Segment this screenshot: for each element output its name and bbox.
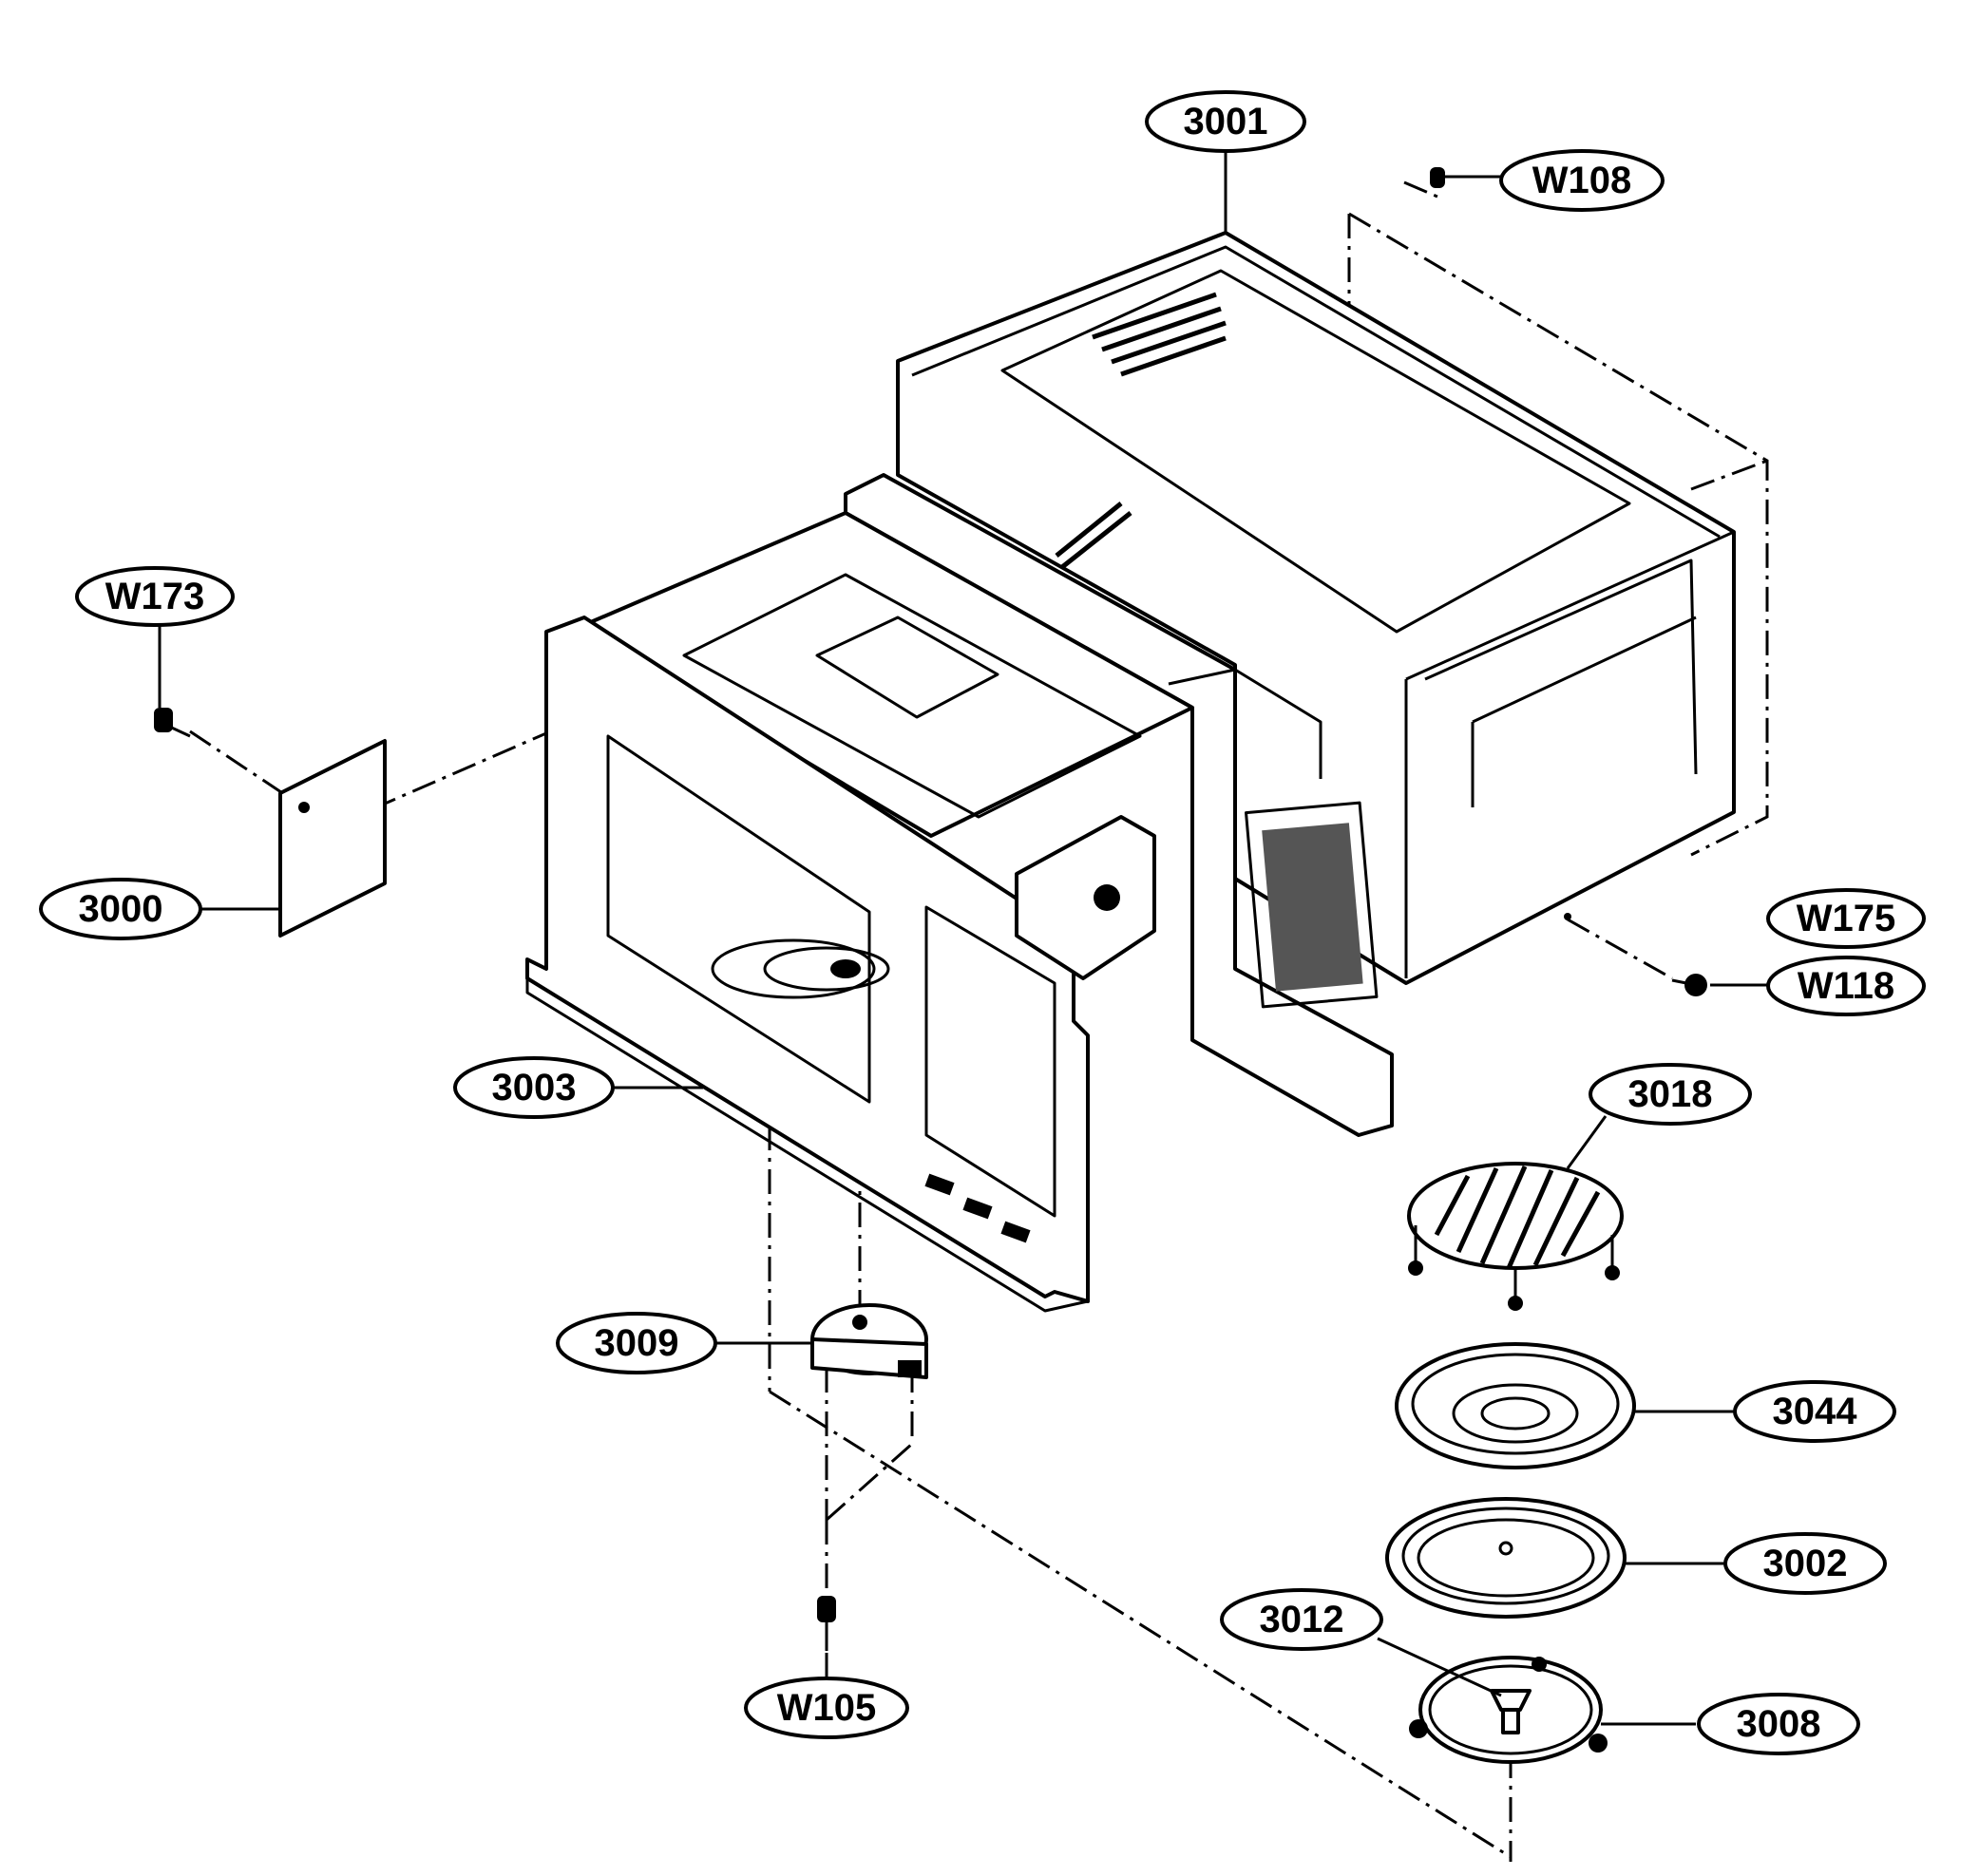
outer-cabinet (896, 231, 1736, 985)
callout-3001: 3001 (1145, 90, 1306, 153)
label-w173: W173 (105, 576, 205, 617)
label-3044: 3044 (1773, 1391, 1858, 1432)
label-w105: W105 (777, 1687, 877, 1729)
callout-3003: 3003 (453, 1056, 615, 1119)
callout-w175: W175 (1766, 888, 1926, 949)
label-3009: 3009 (595, 1322, 679, 1364)
screw-w118 (1671, 974, 1707, 996)
label-w175: W175 (1797, 898, 1896, 939)
callout-w118: W118 (1766, 956, 1926, 1016)
top-vents (1055, 292, 1227, 569)
leader-lines (158, 142, 1767, 1726)
callout-3000: 3000 (39, 878, 202, 940)
label-3002: 3002 (1763, 1543, 1848, 1584)
screw-w173 (154, 708, 191, 738)
label-3000: 3000 (79, 888, 163, 930)
label-3001: 3001 (1184, 101, 1268, 142)
callout-w173: W173 (75, 566, 235, 627)
screw-w105 (817, 1596, 836, 1651)
callout-3002: 3002 (1723, 1532, 1887, 1595)
label-w108: W108 (1532, 160, 1632, 201)
turntable-motor (810, 1303, 928, 1379)
callout-3008: 3008 (1697, 1693, 1860, 1755)
cavity-assembly (525, 511, 1194, 1313)
crisp-tray (1395, 1342, 1636, 1469)
glass-tray (1385, 1497, 1627, 1619)
callout-3009: 3009 (556, 1312, 717, 1374)
label-3003: 3003 (492, 1067, 577, 1109)
callout-3012: 3012 (1220, 1588, 1383, 1651)
callout-3044: 3044 (1733, 1380, 1896, 1443)
screw-w108 (1430, 167, 1445, 188)
inner-chassis (844, 473, 1394, 1137)
rack-hatch (1434, 1165, 1601, 1270)
cover-plate (278, 739, 387, 938)
wire-rack (1407, 1162, 1624, 1311)
callout-w108: W108 (1499, 149, 1665, 212)
label-3018: 3018 (1628, 1073, 1713, 1115)
label-w118: W118 (1798, 965, 1894, 1007)
label-3012: 3012 (1260, 1599, 1344, 1640)
callout-3018: 3018 (1589, 1063, 1752, 1126)
callout-w105: W105 (744, 1677, 909, 1739)
label-3008: 3008 (1737, 1703, 1821, 1745)
